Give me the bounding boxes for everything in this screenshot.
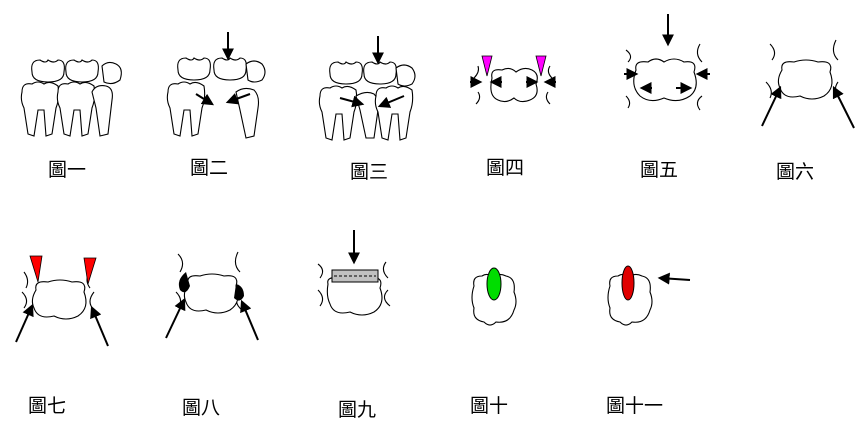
fig3-teeth bbox=[318, 36, 416, 141]
fig7-marker-left bbox=[29, 255, 43, 283]
caption-fig6: 圖六 bbox=[776, 161, 815, 183]
fig2-teeth bbox=[166, 32, 266, 139]
caption-fig7: 圖七 bbox=[28, 395, 67, 417]
fig7-marker-right bbox=[83, 257, 97, 285]
fig11-tooth bbox=[607, 265, 691, 326]
caption-fig4: 圖四 bbox=[486, 157, 525, 179]
fig4-marker-right bbox=[535, 55, 547, 77]
fig10-marker bbox=[486, 267, 502, 301]
caption-fig5: 圖五 bbox=[640, 159, 679, 181]
fig9-teeth bbox=[317, 230, 391, 316]
caption-fig10: 圖十 bbox=[470, 395, 509, 417]
fig4-marker-left bbox=[481, 55, 493, 77]
caption-fig9: 圖九 bbox=[338, 399, 377, 421]
fig7-teeth bbox=[15, 255, 109, 347]
fig4-teeth bbox=[470, 55, 556, 105]
caption-fig1: 圖一 bbox=[48, 159, 87, 181]
caption-fig2: 圖二 bbox=[190, 157, 229, 179]
fig6-teeth bbox=[761, 39, 855, 129]
fig8-marker-right bbox=[234, 284, 244, 301]
fig11-marker bbox=[621, 265, 635, 301]
fig10-tooth bbox=[471, 267, 517, 326]
fig1-teeth bbox=[20, 59, 122, 137]
fig8-teeth bbox=[165, 251, 259, 341]
caption-fig11: 圖十一 bbox=[606, 395, 664, 417]
fig8-marker-left bbox=[178, 272, 190, 293]
caption-fig8: 圖八 bbox=[182, 397, 221, 419]
fig5-teeth bbox=[624, 14, 710, 111]
caption-fig3: 圖三 bbox=[350, 161, 389, 183]
